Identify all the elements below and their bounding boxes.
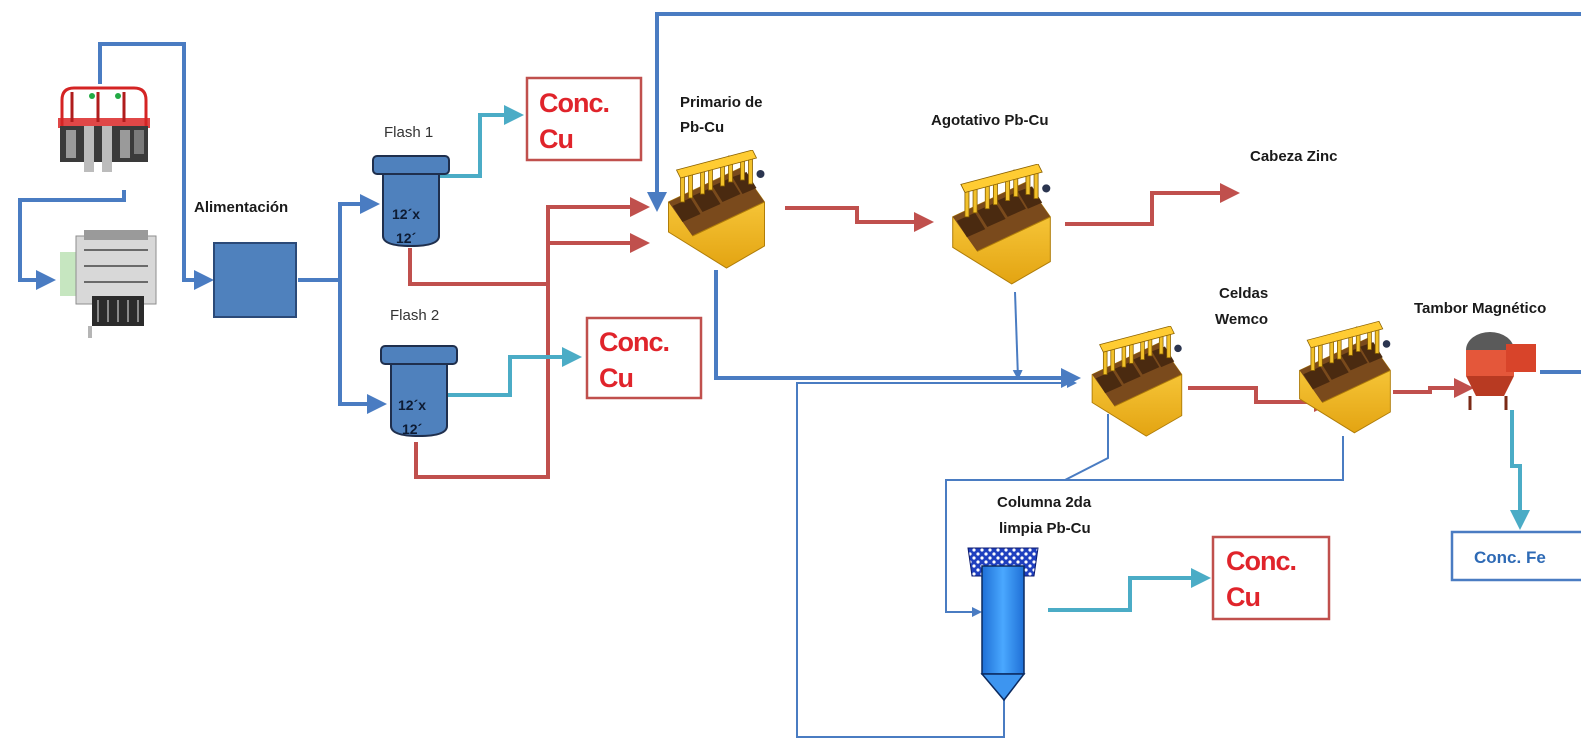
conc-cu-box-2-line2: Cu <box>599 363 633 393</box>
line-celdas-tails-to-columna <box>945 414 1109 617</box>
line-primario-tails-to-celdas <box>714 270 1081 388</box>
line-flash1-to-conc-cu <box>440 105 524 178</box>
line-agotativo-to-celdas <box>1012 291 1023 380</box>
recycle-line-top <box>647 12 1581 212</box>
label-columna-line1: Columna 2da <box>997 494 1092 511</box>
magnetic-drum-icon <box>1466 332 1536 410</box>
conc-cu-box-2-line1: Conc. <box>599 327 669 357</box>
flotation-cell-wemco1-icon <box>1091 326 1183 437</box>
alimentacion-tank <box>213 242 297 318</box>
line-celdas2-tails-to-columna <box>1065 436 1344 481</box>
flash2-size-line2: 12´ <box>402 421 423 437</box>
feed-line-alimentacion-to-flash2 <box>338 280 387 414</box>
conc-fe-box: Conc. Fe <box>1450 530 1581 582</box>
conc-cu-box-3-line1: Conc. <box>1226 546 1296 576</box>
label-tambor: Tambor Magnético <box>1414 300 1546 317</box>
label-primario-line2: Pb-Cu <box>680 119 724 136</box>
label-celdas-line1: Celdas <box>1219 285 1268 302</box>
conc-cu-box-1-line1: Conc. <box>539 88 609 118</box>
line-agotativo-to-cabeza-zinc <box>1065 183 1240 226</box>
label-agotativo: Agotativo Pb-Cu <box>931 112 1049 129</box>
conc-cu-box-3: Conc. Cu <box>1211 535 1331 621</box>
conc-cu-box-1: Conc. Cu <box>525 76 643 162</box>
line-flash2-to-conc-cu <box>448 347 582 397</box>
label-alimentacion: Alimentación <box>194 199 288 216</box>
flotation-cell-wemco2-icon <box>1299 320 1391 434</box>
line-columna-tails-loop <box>796 378 1077 738</box>
line-drum-to-conc-fe <box>1510 410 1530 530</box>
hydrocyclone-icon <box>58 86 150 172</box>
feed-line-hydrocyclone-to-alimentacion <box>98 42 214 290</box>
flotation-cell-agotativo-icon <box>952 164 1051 285</box>
label-columna-line2: limpia Pb-Cu <box>999 520 1091 537</box>
line-celdas2-to-drum <box>1393 378 1474 398</box>
flotation-cell-primario-icon <box>667 150 766 269</box>
line-celdas-to-celdas2 <box>1188 386 1334 412</box>
ball-mill-icon <box>60 230 157 338</box>
conc-cu-box-3-line2: Cu <box>1226 582 1260 612</box>
label-primario-line1: Primario de <box>680 94 763 111</box>
conc-cu-box-2: Conc. Cu <box>585 316 703 400</box>
label-flash2: Flash 2 <box>390 307 439 324</box>
label-cabeza-zinc: Cabeza Zinc <box>1250 148 1338 165</box>
feed-line-hydrocyclone-to-mill <box>18 190 126 290</box>
conc-fe-label: Conc. Fe <box>1474 548 1546 567</box>
flash1-size-line1: 12´x <box>392 206 420 222</box>
line-flash2-underflow-to-primario <box>414 233 650 479</box>
label-celdas-line2: Wemco <box>1215 311 1268 328</box>
feed-line-alimentacion-to-flash1 <box>298 194 380 282</box>
line-columna-to-conc-cu <box>1048 568 1211 612</box>
flash2-size-line1: 12´x <box>398 397 426 413</box>
flash1-size-line2: 12´ <box>396 230 417 246</box>
conc-cu-box-1-line2: Cu <box>539 124 573 154</box>
line-flash1-underflow-to-primario <box>408 197 650 286</box>
label-flash1: Flash 1 <box>384 124 433 141</box>
line-primario-to-agotativo <box>785 206 934 232</box>
column-cell-icon <box>967 547 1039 702</box>
